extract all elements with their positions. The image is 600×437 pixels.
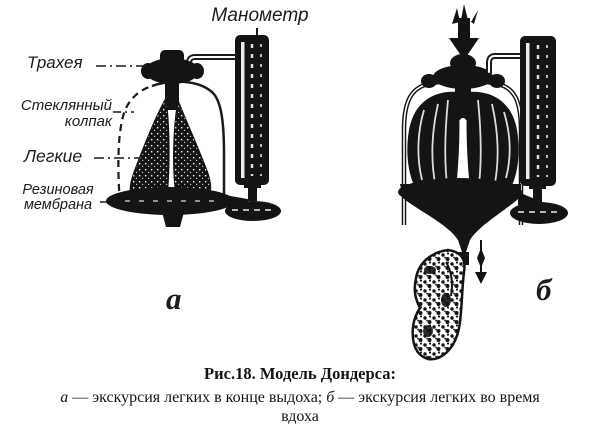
label-glass-bell-line2: колпак	[64, 112, 112, 130]
manometer-a	[225, 35, 281, 221]
label-rubber-membrane-line2: мембрана	[23, 197, 93, 214]
caption-part-b-text: — экскурсия легких во время	[334, 389, 540, 406]
caption-part-a-letter: а	[60, 389, 69, 406]
diagram-b	[398, 4, 568, 361]
pulling-hand-b	[411, 248, 466, 361]
figure-caption-line3: вдоха	[281, 408, 319, 425]
stopper-trachea-b	[421, 54, 505, 108]
label-rubber-membrane-line1: Резиновая	[22, 182, 94, 198]
rubber-membrane-a	[106, 187, 253, 227]
label-part-a: а	[166, 281, 182, 316]
label-glass-bell-line1: Стеклянный	[20, 97, 112, 114]
caption-part-a-text: — экскурсия легких в конце выдоха;	[68, 389, 327, 406]
label-rubber-membrane: Резиновая мембрана	[11, 182, 105, 214]
air-flow-burst-b	[449, 4, 479, 60]
figure-caption-line2: а — экскурсия легких в конце выдоха; б —…	[0, 389, 600, 407]
figure-caption-title: Рис.18. Модель Дондерса:	[204, 364, 396, 383]
connecting-tube-b	[486, 53, 526, 75]
manometer-b	[510, 36, 568, 224]
label-part-b: б	[536, 272, 552, 307]
label-glass-bell: Стеклянный колпак	[12, 98, 112, 130]
label-trachea: Трахея	[27, 53, 83, 72]
pull-direction-arrow-b	[475, 240, 487, 284]
stopper-trachea-a	[141, 50, 204, 110]
caption-part-b-letter: б	[326, 389, 335, 406]
diagram-a	[94, 28, 281, 227]
label-manometer: Манометр	[211, 5, 309, 26]
label-lungs: Легкие	[24, 146, 83, 166]
lungs-a	[129, 96, 212, 197]
leader-lines-a	[94, 28, 258, 203]
